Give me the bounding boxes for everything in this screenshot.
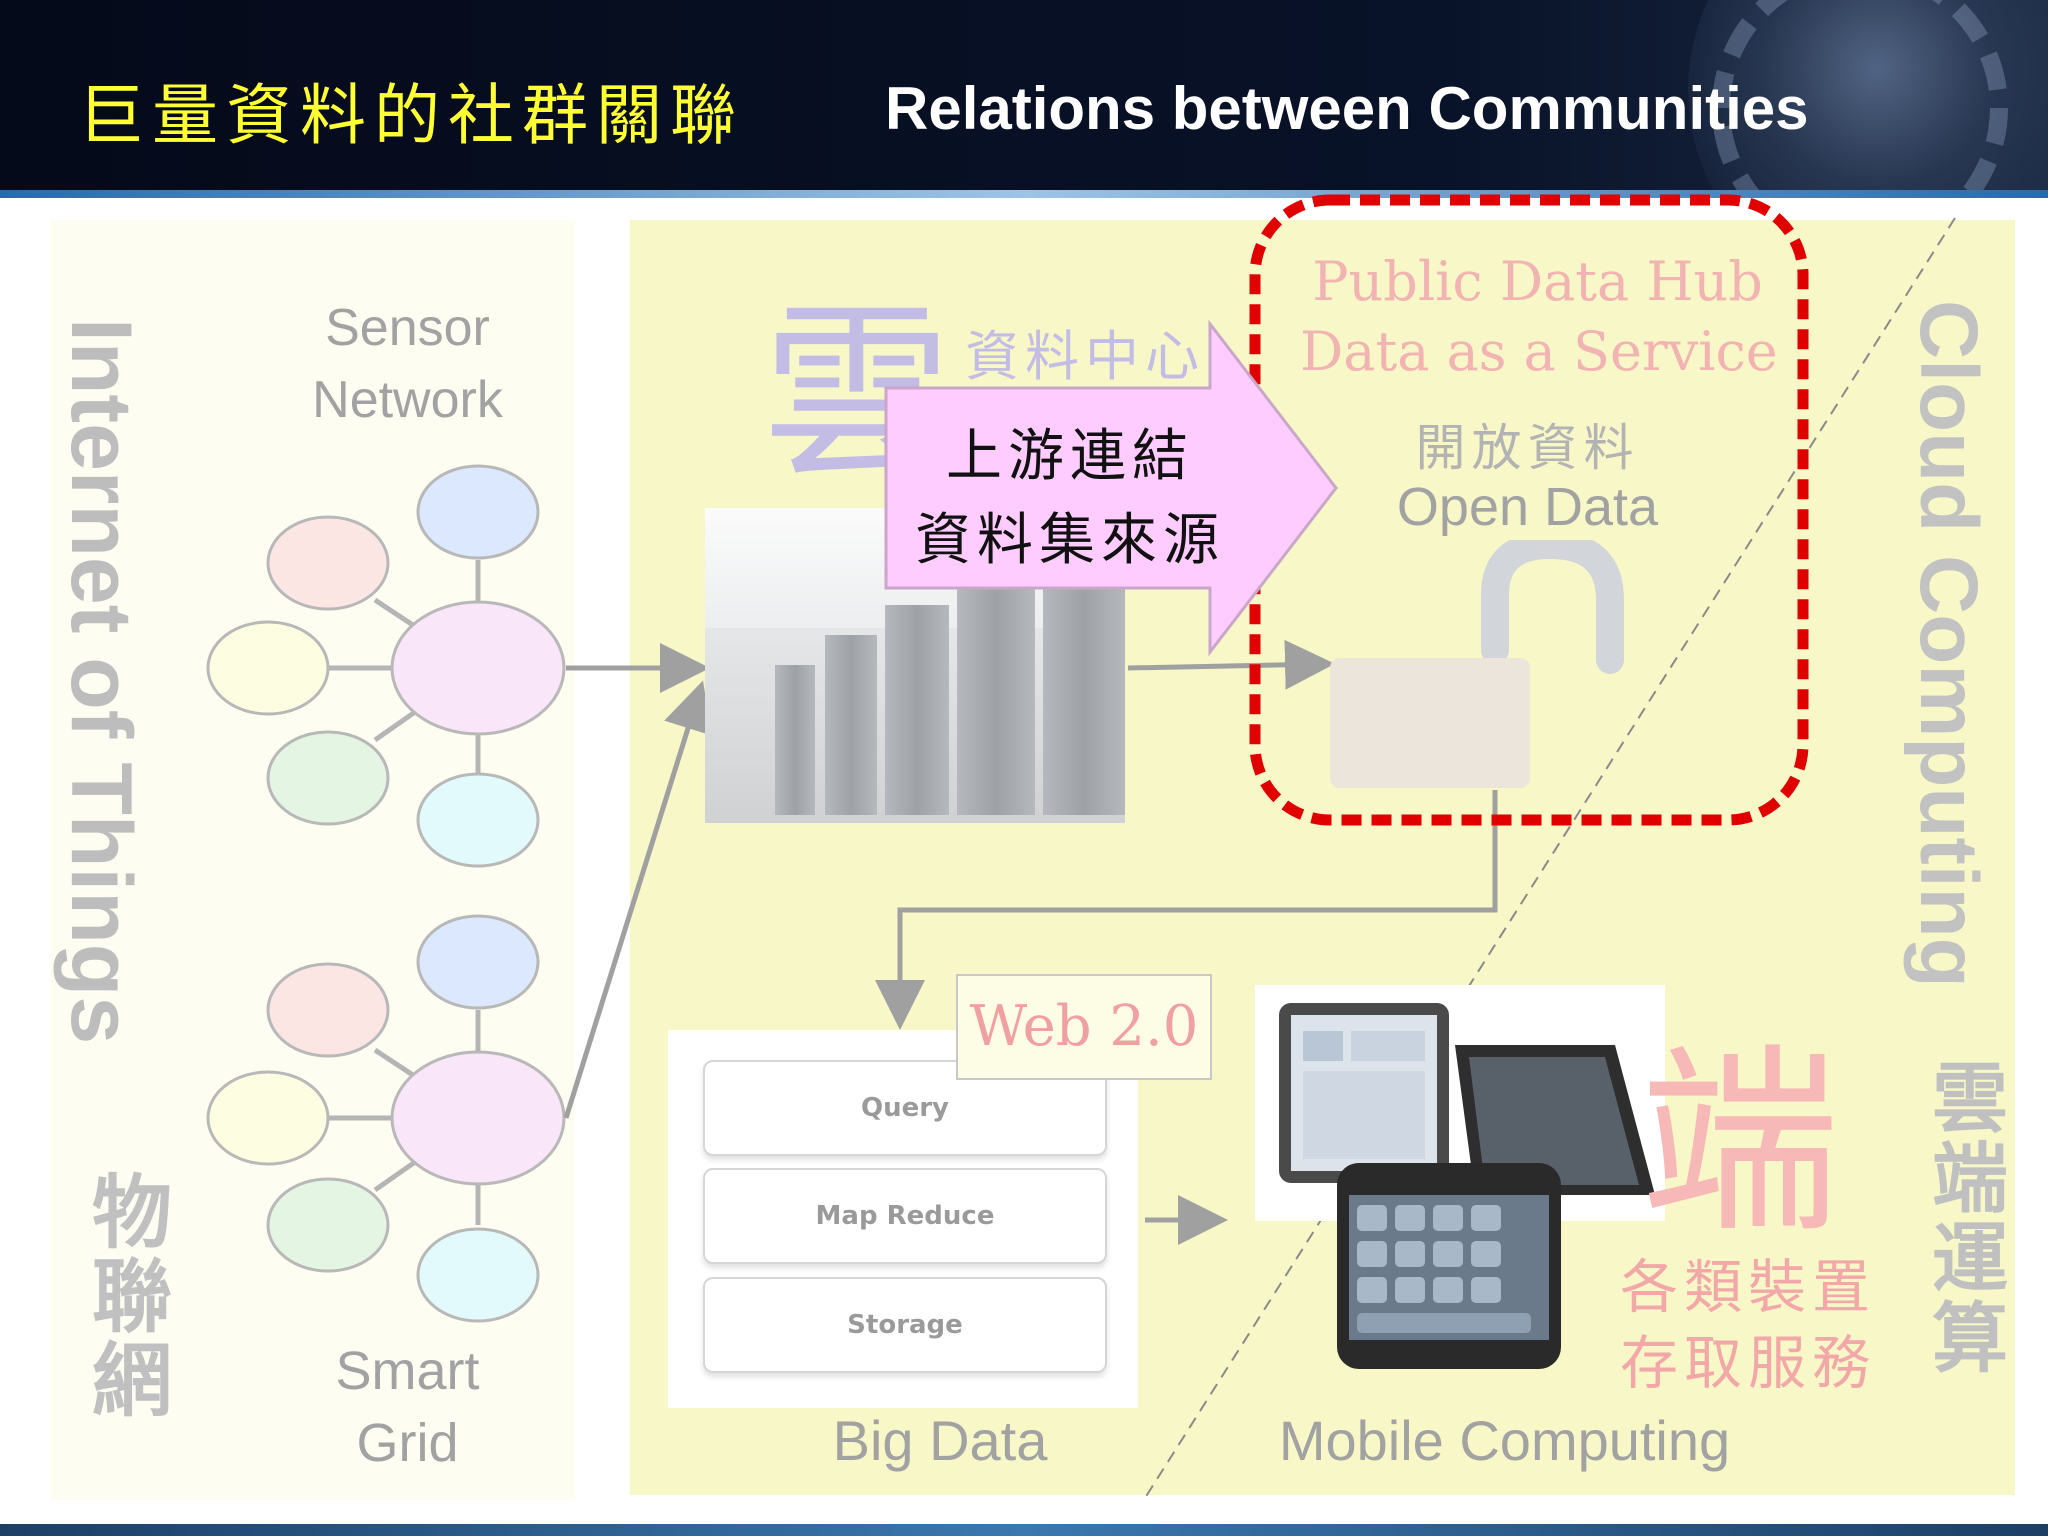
sensor-network-graph	[206, 464, 566, 868]
public-data-hub-label: Public Data Hub	[1312, 250, 1763, 313]
mobile-devices-image	[1255, 985, 1665, 1369]
cloud-computing-chinese-label: 雲端運算	[1919, 1058, 2008, 1378]
mobile-computing-label: Mobile Computing	[1278, 1409, 1731, 1472]
smartgrid-label-line1: Smart	[335, 1341, 480, 1401]
header-divider	[0, 190, 2048, 198]
big-data-label: Big Data	[832, 1409, 1048, 1472]
open-lock-icon	[1330, 540, 1624, 788]
sensor-label-line1: Sensor	[325, 299, 490, 357]
slide-title-chinese: 巨量資料的社群關聯	[78, 77, 744, 154]
callout-line1: 上游連結	[946, 424, 1194, 489]
datacenter-label: 資料中心	[965, 325, 1205, 388]
data-as-service-label: Data as a Service	[1300, 320, 1778, 383]
devices-label-line1: 各類裝置	[1620, 1253, 1877, 1321]
slide-title-english: Relations between Communities	[885, 75, 1809, 142]
upstream-callout-arrow	[884, 320, 1338, 657]
layer-storage: Storage	[703, 1277, 1107, 1373]
open-data-label-cn: 開放資料	[1415, 419, 1640, 477]
slide-header: 巨量資料的社群關聯 Relations between Communities	[0, 0, 2048, 190]
open-data-label-en: Open Data	[1396, 477, 1659, 537]
web20-badge: Web 2.0	[956, 974, 1212, 1080]
iot-chinese-label: 物聯網	[79, 1170, 173, 1422]
smart-grid-graph	[206, 914, 566, 1323]
callout-text: 上游連結 資料集來源	[890, 415, 1250, 583]
iot-vertical-label: Internet of Things	[53, 318, 149, 1045]
diagonal-divider	[1144, 217, 1956, 1499]
mobile-big-char: 端	[1640, 1027, 1841, 1260]
smartgrid-label-line2: Grid	[356, 1413, 459, 1473]
footer-divider	[0, 1524, 2048, 1536]
sensor-label-line2: Network	[312, 371, 503, 429]
devices-label-line2: 存取服務	[1620, 1329, 1877, 1397]
callout-line2: 資料集來源	[915, 508, 1225, 573]
layer-map-reduce: Map Reduce	[703, 1168, 1107, 1264]
open-data-highlight	[1249, 194, 1809, 826]
cloud-computing-vertical-label: Cloud Computing	[1903, 300, 1994, 988]
